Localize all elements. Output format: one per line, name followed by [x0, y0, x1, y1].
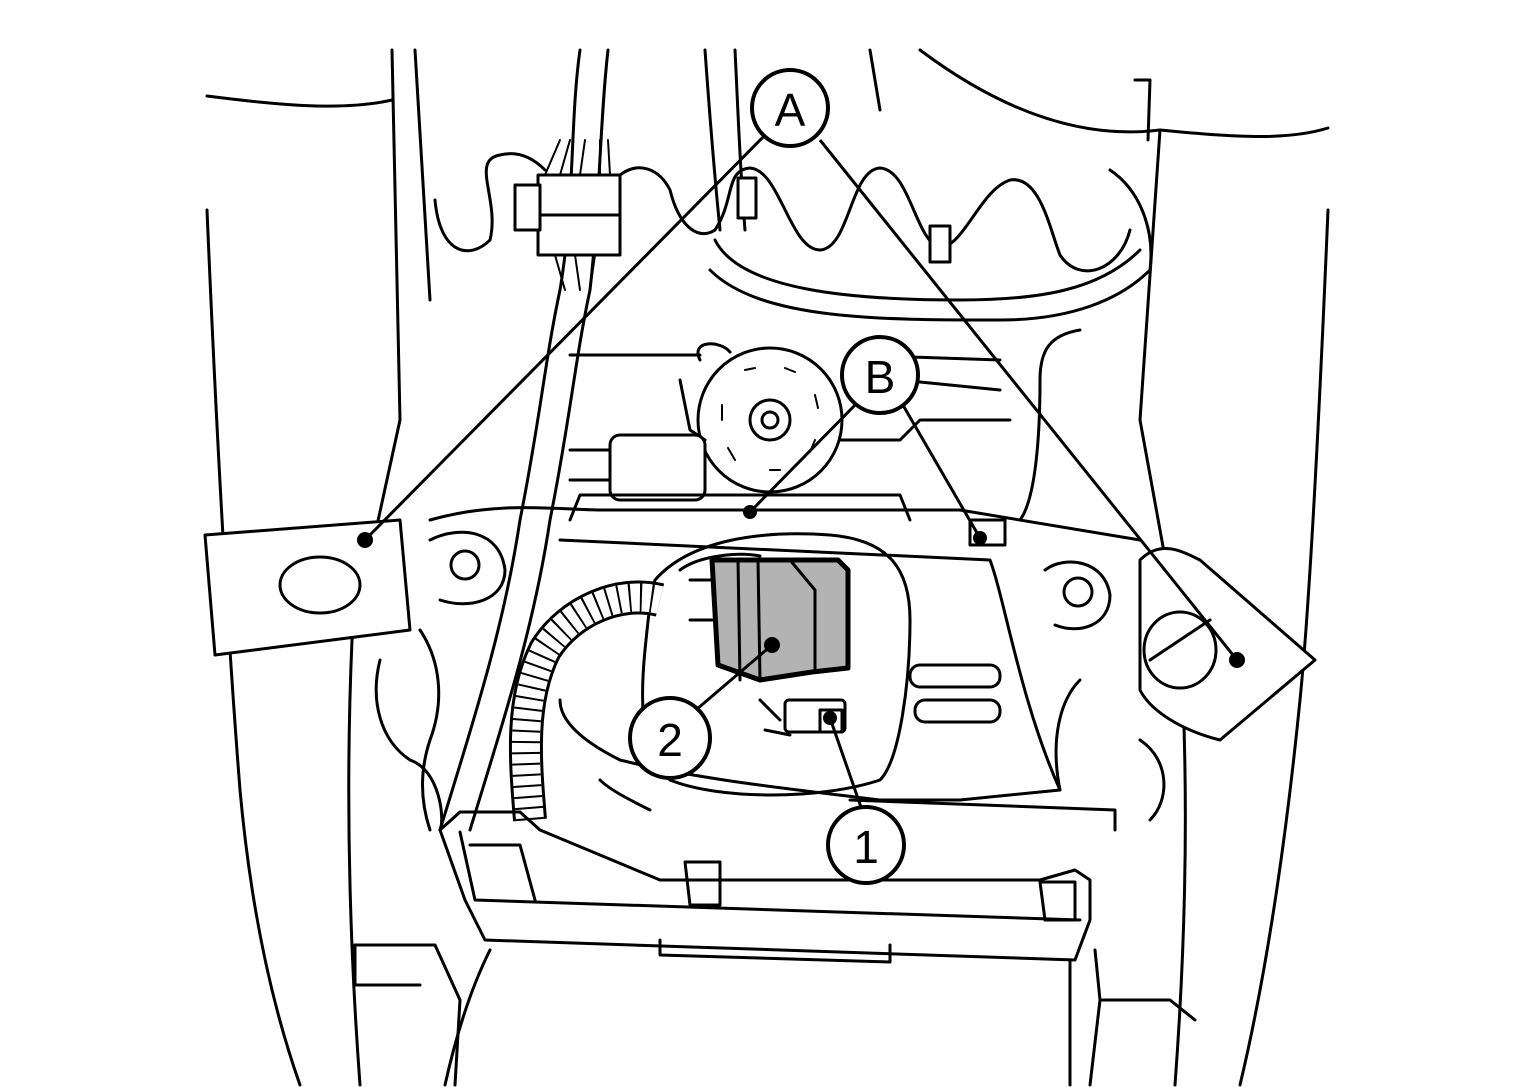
center-pan	[558, 532, 1062, 802]
seat-frame-rails	[428, 328, 1142, 547]
seat-rails-lower	[353, 943, 1197, 1087]
control-unit	[688, 557, 851, 683]
wire-harness	[433, 152, 1153, 322]
leader-dot-1	[823, 711, 837, 725]
callout-b-label: B	[865, 351, 896, 403]
callout-1: 1	[826, 805, 906, 885]
side-harness	[374, 628, 1166, 832]
harness-clips	[736, 176, 952, 264]
leader-dot-a-right	[1229, 652, 1245, 668]
seat-cushion-left	[205, 48, 432, 1087]
right-bracket	[1043, 546, 1317, 742]
callout-a: A	[750, 68, 830, 148]
callout-a-label: A	[775, 84, 806, 136]
callout-2: 2	[628, 696, 712, 780]
leader-dot-a-left	[357, 532, 373, 548]
corrugated-tube	[508, 580, 665, 822]
leader-dot-b-left	[743, 505, 757, 519]
leader-lines	[357, 128, 1245, 811]
harness-connector	[513, 139, 622, 291]
left-bracket	[203, 518, 507, 657]
callout-1-label: 1	[853, 821, 879, 873]
callout-b: B	[840, 335, 920, 415]
front-tray	[438, 798, 1117, 964]
leader-dot-2	[764, 637, 780, 653]
callout-2-label: 2	[657, 714, 683, 766]
leader-dot-b-right	[973, 531, 987, 545]
